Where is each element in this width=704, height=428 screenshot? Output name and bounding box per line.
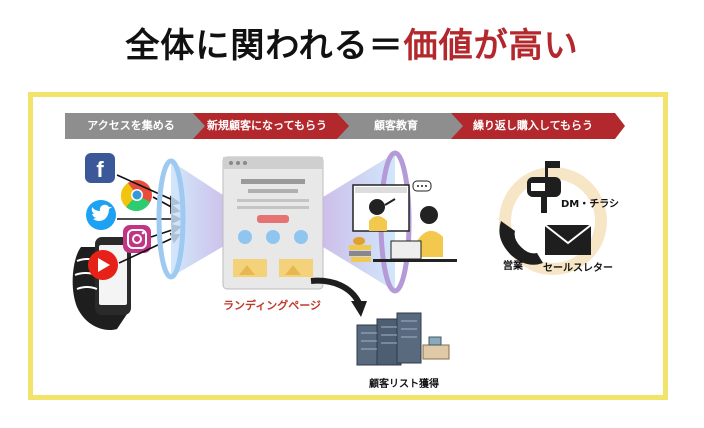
page-title: 全体に関われる＝価値が高い — [0, 18, 704, 67]
phone-icon — [499, 221, 543, 265]
step-1: アクセスを集める — [65, 113, 197, 139]
step-1-label: アクセスを集める — [87, 119, 175, 132]
dm-label: DM・チラシ — [561, 199, 620, 210]
mailbox-icon — [527, 161, 561, 213]
customer-list-label: 顧客リスト獲得 — [369, 379, 439, 390]
svg-text:f: f — [96, 157, 104, 182]
diagram-art: f — [72, 113, 625, 366]
diagram-frame: アクセスを集める 新規顧客になってもらう 顧客教育 繰り返し購入してもらう f — [28, 92, 668, 400]
landing-page-label: ランディングページ — [223, 299, 322, 312]
step-chevron-3 — [451, 113, 463, 139]
chrome-icon — [120, 180, 152, 212]
title-main: 全体に関われる＝ — [125, 26, 404, 66]
youtube-icon — [88, 250, 118, 280]
server-icon — [356, 312, 450, 366]
repeat-cycle — [499, 167, 607, 275]
title-accent: 価値が高い — [403, 26, 579, 66]
teacher-student-icon — [349, 180, 457, 262]
landing-page-icon — [222, 156, 324, 290]
sales-letter-label: セールスレター — [543, 263, 613, 274]
step-3: 顧客教育 — [337, 113, 455, 139]
list-arrow — [310, 277, 367, 317]
instagram-icon — [123, 225, 151, 253]
step-3-label: 顧客教育 — [374, 119, 418, 132]
step-2-label: 新規顧客になってもらう — [207, 119, 327, 132]
step-2: 新規顧客になってもらう — [193, 113, 341, 139]
step-4-label: 繰り返し購入してもらう — [472, 119, 594, 132]
facebook-icon: f — [85, 153, 115, 183]
twitter-icon — [86, 200, 116, 230]
step-chevron-1 — [193, 113, 205, 139]
step-chevron-4 — [615, 113, 625, 139]
funnel-icon — [156, 158, 229, 280]
sales-label: 営業 — [503, 261, 523, 272]
envelope-icon — [544, 224, 592, 255]
step-chevron-2 — [337, 113, 349, 139]
step-4: 繰り返し購入してもらう — [451, 113, 615, 139]
